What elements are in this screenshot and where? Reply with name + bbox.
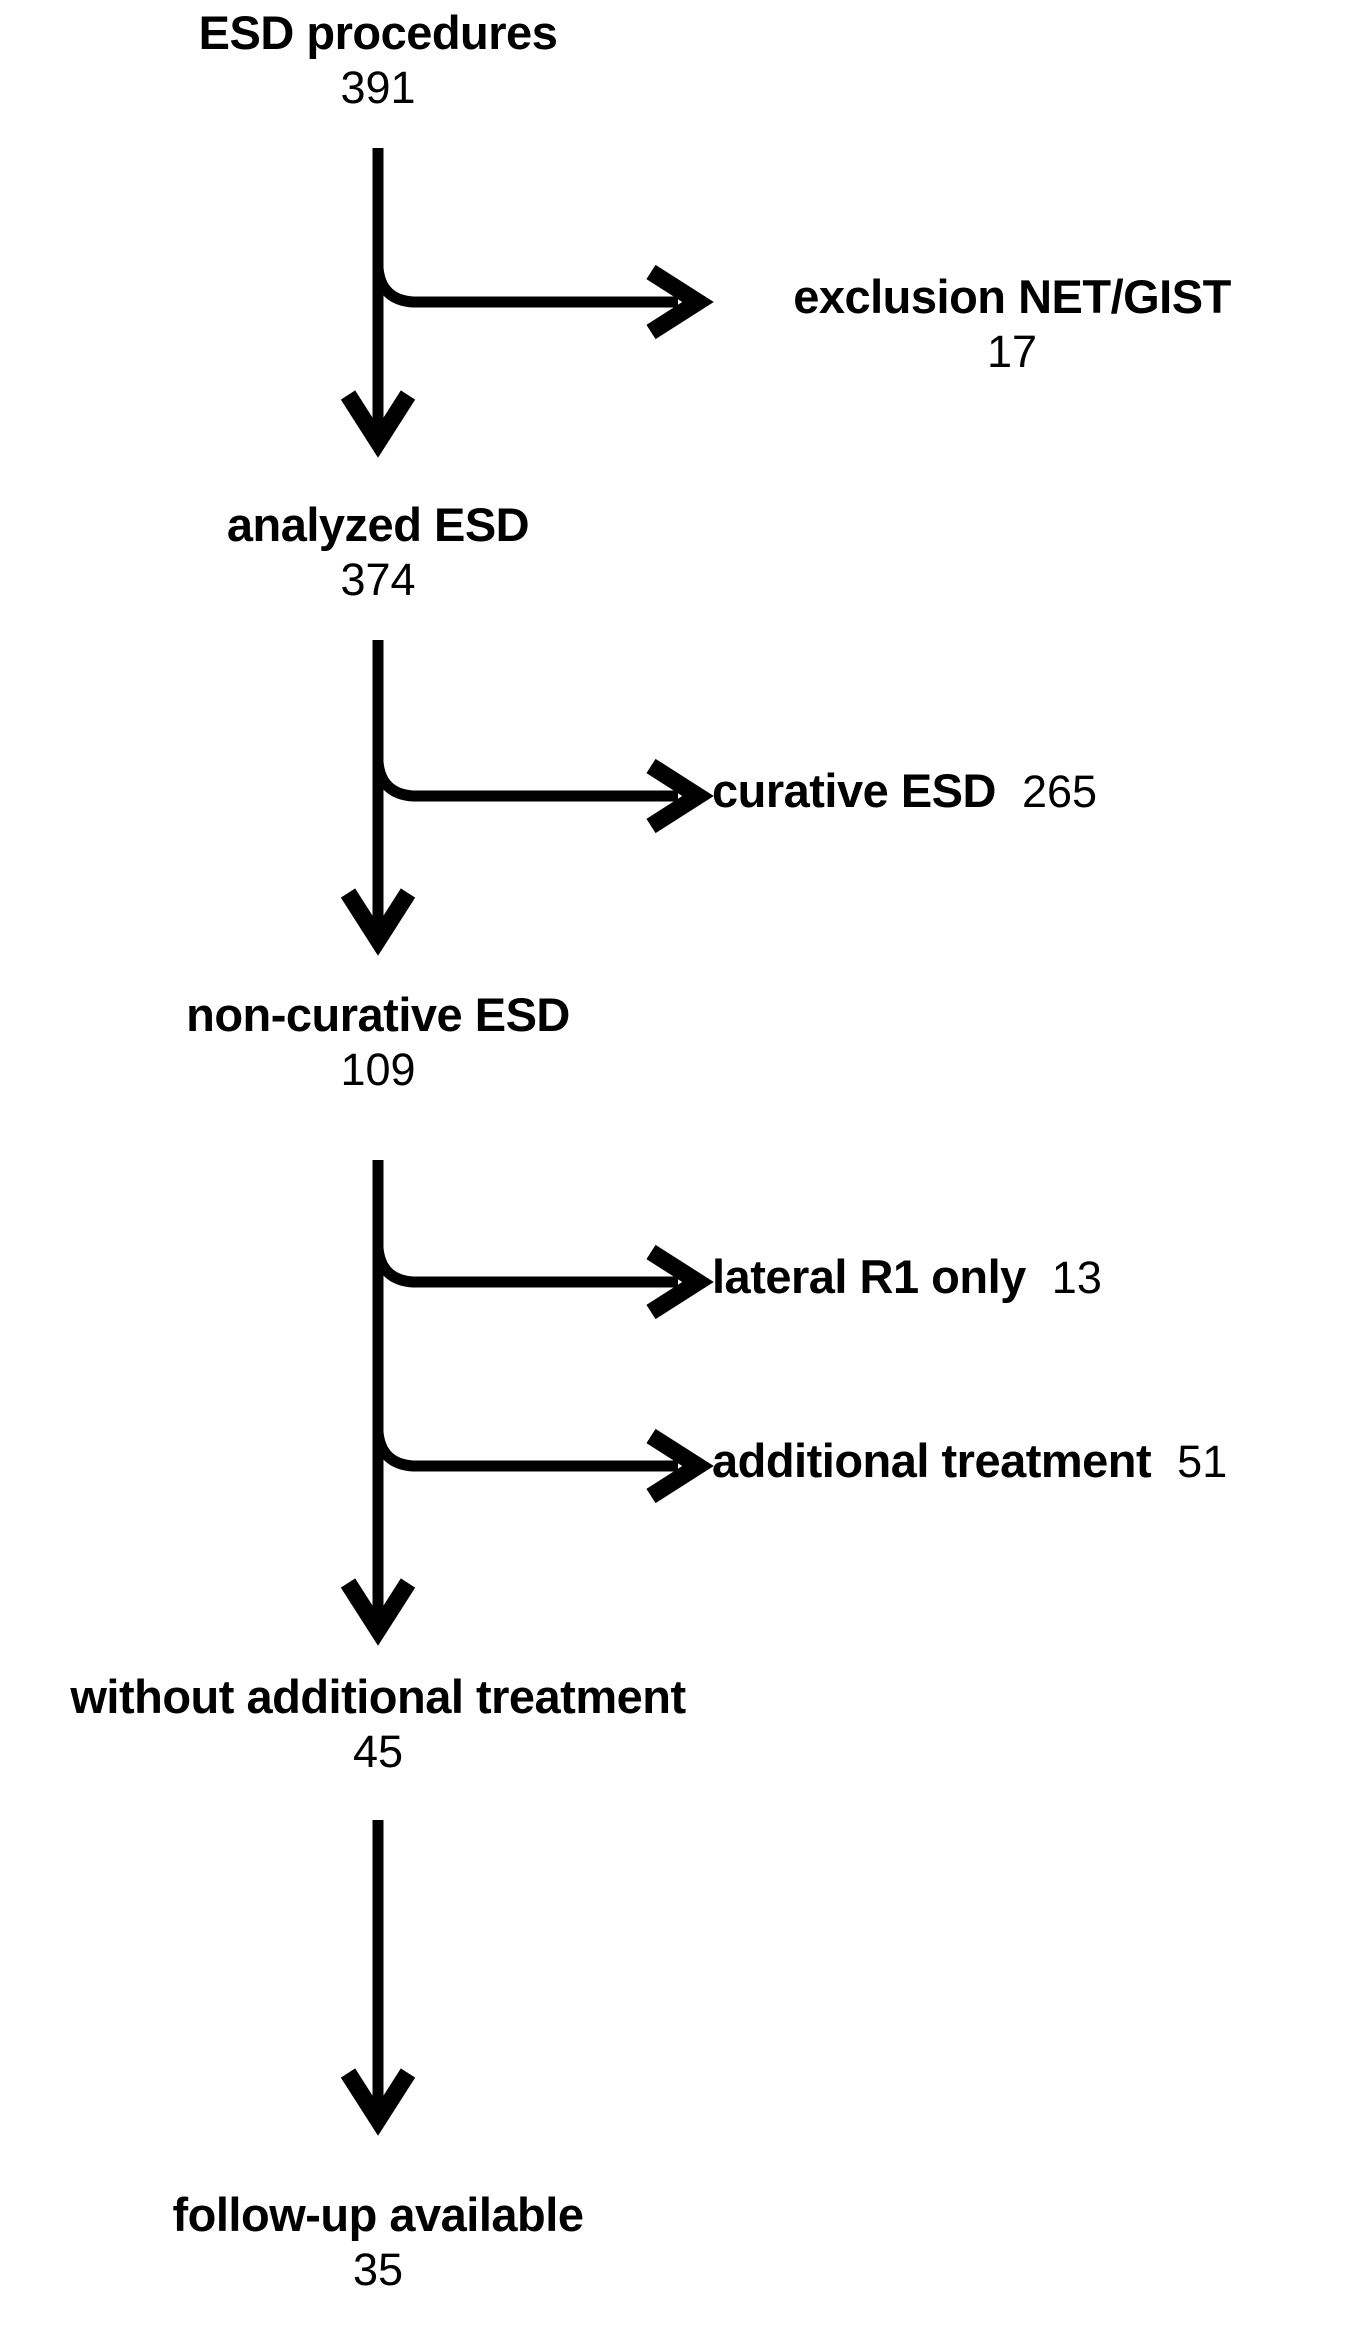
arrowhead-down-3 [340, 1578, 416, 1646]
branch-additional-treatment-label: additional treatment [712, 1434, 1152, 1487]
node-follow-up-available-count: 35 [352, 2243, 404, 2295]
branch-additional-treatment-count: 51 [1177, 1436, 1228, 1487]
node-esd-procedures-count: 391 [340, 61, 416, 113]
arrowhead-right-lateral [646, 1244, 714, 1320]
arrowhead-right-additional [646, 1428, 714, 1504]
node-follow-up-available-label: follow-up available [172, 2188, 584, 2241]
node-non-curative-esd: non-curative ESD 109 [108, 988, 648, 1095]
branch-exclusion-net-gist: exclusion NET/GIST 17 [712, 270, 1312, 377]
branch-lateral-r1-only-label: lateral R1 only [712, 1250, 1026, 1303]
branch-lateral-r1-only: lateral R1 only 13 [712, 1250, 1102, 1303]
node-esd-procedures-label: ESD procedures [198, 6, 558, 59]
branch-curative-esd-count: 265 [1021, 766, 1098, 817]
arrowhead-down-2 [340, 888, 416, 956]
node-non-curative-esd-label: non-curative ESD [186, 988, 570, 1041]
branch-exclusion-net-gist-count: 17 [986, 325, 1038, 377]
branch-curative-esd: curative ESD 265 [712, 764, 1098, 817]
arrowhead-down-4 [340, 2068, 416, 2136]
node-analyzed-esd-label: analyzed ESD [226, 498, 530, 551]
node-without-additional-treatment: without additional treatment 45 [8, 1670, 748, 1777]
node-analyzed-esd: analyzed ESD 374 [128, 498, 628, 605]
branch-exclusion-net-gist-label: exclusion NET/GIST [793, 270, 1231, 323]
connector-branch-curative [372, 761, 678, 802]
node-follow-up-available: follow-up available 35 [88, 2188, 668, 2295]
arrowhead-right-curative [646, 758, 714, 834]
connector-branch-additional [372, 1431, 678, 1472]
node-analyzed-esd-count: 374 [340, 553, 416, 605]
branch-lateral-r1-only-count: 13 [1051, 1252, 1102, 1303]
arrowhead-down-1 [340, 390, 416, 458]
arrowhead-right-exclusion [646, 264, 714, 340]
node-without-additional-treatment-label: without additional treatment [70, 1670, 686, 1723]
branch-additional-treatment: additional treatment 51 [712, 1434, 1228, 1487]
node-esd-procedures: ESD procedures 391 [128, 6, 628, 113]
node-non-curative-esd-count: 109 [340, 1043, 416, 1095]
node-without-additional-treatment-count: 45 [352, 1725, 404, 1777]
connector-branch-lateral [372, 1247, 678, 1288]
branch-curative-esd-label: curative ESD [712, 764, 996, 817]
connector-branch-exclusion [372, 267, 678, 308]
